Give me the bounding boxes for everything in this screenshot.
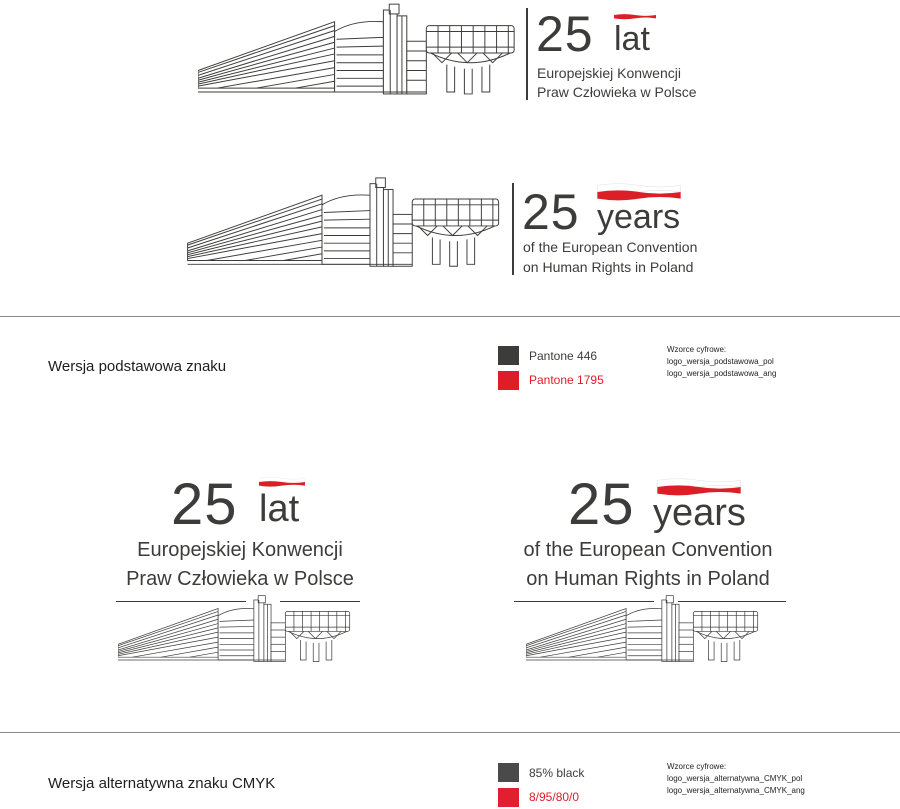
logo-line-1: of the European Convention <box>523 239 698 255</box>
color-swatch-dark <box>498 346 519 365</box>
file-list-title: Wzorce cyfrowe: <box>667 345 727 354</box>
color-swatch-dark <box>498 763 519 782</box>
logo-word: years <box>653 492 746 534</box>
logo-divider <box>526 8 528 100</box>
logo-word: years <box>597 198 681 236</box>
file-list: Wzorce cyfrowe: logo_wersja_alternatywna… <box>667 761 805 797</box>
file-name: logo_wersja_podstawowa_pol <box>667 357 774 366</box>
parliament-building-icon <box>198 2 520 100</box>
parliament-building-icon <box>526 594 762 666</box>
parliament-building-icon <box>118 594 354 666</box>
logo-divider <box>512 183 514 275</box>
logo-underline-left <box>116 601 246 602</box>
logo-line-2: on Human Rights in Poland <box>523 259 694 275</box>
logo-number: 25 <box>522 184 580 240</box>
logo-number: 25 <box>171 472 238 537</box>
swatch-label: 85% black <box>529 766 585 780</box>
logo-line-1: Europejskiej Konwencji <box>137 539 343 561</box>
logo-line-2: on Human Rights in Poland <box>526 568 770 590</box>
logo-word: lat <box>259 488 300 530</box>
section-caption: Wersja podstawowa znaku <box>48 358 227 375</box>
color-swatch-red <box>498 788 519 807</box>
logo-number: 25 <box>568 472 635 537</box>
logo-underline-right <box>678 601 786 602</box>
logo-number: 25 <box>536 6 594 62</box>
section-divider <box>0 316 900 317</box>
file-name: logo_wersja_alternatywna_CMYK_ang <box>667 786 805 795</box>
logo-underline-left <box>514 601 654 602</box>
section-caption: Wersja alternatywna znaku CMYK <box>48 775 276 792</box>
file-name: logo_wersja_podstawowa_ang <box>667 369 777 378</box>
color-swatch-red <box>498 371 519 390</box>
section-divider <box>0 732 900 733</box>
parliament-building-icon <box>186 176 506 272</box>
swatch-label: Pantone 446 <box>529 349 598 363</box>
logo-line-2: Praw Człowieka w Polsce <box>126 568 354 590</box>
swatch-label: 8/95/80/0 <box>529 790 580 804</box>
logo-word: lat <box>614 20 650 58</box>
swatch-label: Pantone 1795 <box>529 373 604 387</box>
logo-line-1: Europejskiej Konwencji <box>537 65 681 81</box>
logo-underline-right <box>280 601 360 602</box>
file-name: logo_wersja_alternatywna_CMYK_pol <box>667 774 803 783</box>
logo-line-1: of the European Convention <box>523 539 773 561</box>
polish-flag-icon <box>259 475 305 489</box>
logo-line-2: Praw Człowieka w Polsce <box>537 84 697 100</box>
file-list: Wzorce cyfrowe: logo_wersja_podstawowa_p… <box>667 344 776 380</box>
file-list-title: Wzorce cyfrowe: <box>667 762 727 771</box>
